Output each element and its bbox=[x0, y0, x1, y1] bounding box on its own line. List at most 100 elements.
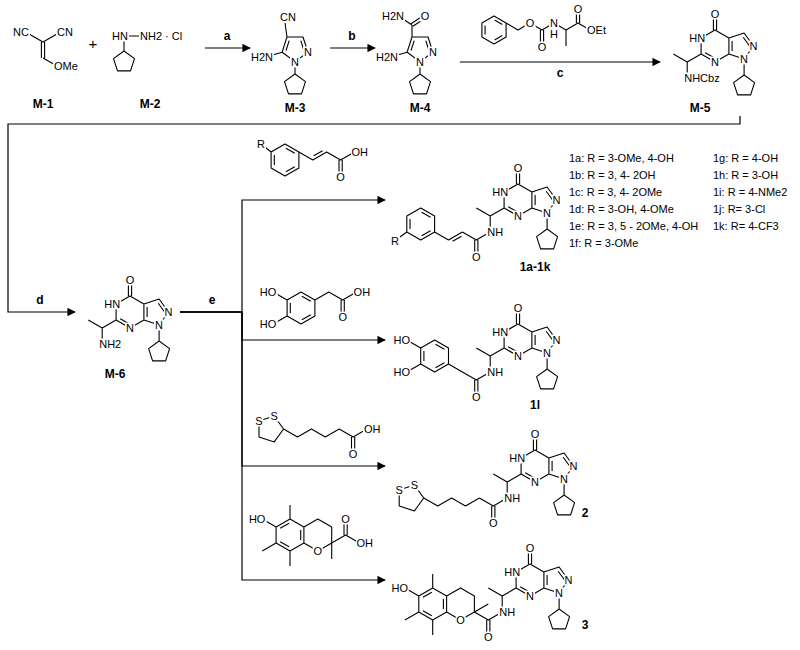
atom-label: O bbox=[525, 18, 536, 29]
compound-structure: RONHOHNNNN1a-1k bbox=[385, 155, 566, 280]
reagent-label: d bbox=[35, 294, 44, 307]
compound-structure: HOOOOH bbox=[250, 500, 376, 570]
atom-label: O bbox=[340, 514, 351, 525]
atom-label: O bbox=[313, 546, 324, 557]
substituent-entry: 1g: R = 4-OH bbox=[712, 152, 779, 164]
atom-label: S bbox=[254, 416, 263, 427]
atom-label: R bbox=[390, 236, 400, 247]
compound-structure: NCCNOMeM-1 bbox=[8, 4, 86, 116]
compound-structure: OONHOOEt bbox=[478, 2, 610, 56]
bond-lines bbox=[673, 14, 754, 95]
compound-structure: CNH2NNNM-3 bbox=[250, 4, 330, 116]
atom-label: HN bbox=[503, 567, 521, 578]
atom-label: N bbox=[564, 575, 574, 586]
compound-number: 1a-1k bbox=[519, 261, 552, 273]
reaction-arrow bbox=[8, 116, 740, 312]
compound-number: M-5 bbox=[689, 102, 712, 114]
atom-label: HO bbox=[392, 367, 411, 378]
atom-label: N bbox=[554, 588, 564, 599]
reagent-label: b bbox=[347, 30, 356, 43]
atom-label: S bbox=[270, 411, 279, 422]
atom-label: CN bbox=[279, 12, 297, 23]
atom-label: N bbox=[164, 307, 174, 318]
atom-label: O bbox=[513, 303, 524, 314]
bond-lines bbox=[262, 505, 359, 566]
bond-lines bbox=[407, 308, 558, 396]
compound-number: M-1 bbox=[32, 98, 55, 110]
atom-label: HN bbox=[491, 187, 509, 198]
atom-label: N bbox=[559, 474, 569, 485]
atom-label: HO bbox=[248, 514, 267, 525]
structure-bonds bbox=[255, 132, 373, 188]
atom-label: O bbox=[420, 11, 431, 22]
atom-label: O bbox=[525, 543, 536, 554]
reaction-arrow bbox=[205, 47, 250, 48]
bond-lines bbox=[399, 434, 574, 522]
compound-structure: HOOONHOHNNNN3 bbox=[385, 537, 600, 645]
substituent-entry: 1f: R = 3-OMe bbox=[568, 237, 639, 249]
atom-label: N bbox=[749, 41, 759, 52]
atom-label: R bbox=[256, 139, 266, 150]
atom-label: HN bbox=[688, 33, 706, 44]
atom-label: O bbox=[348, 449, 359, 460]
compound-structure: OH2NH2NNNM-4 bbox=[375, 4, 460, 116]
compound-number: 2 bbox=[581, 507, 590, 519]
atom-label: N bbox=[552, 195, 562, 206]
compound-number: 1l bbox=[529, 399, 541, 411]
compound-number: 3 bbox=[581, 619, 590, 631]
atom-label: HN bbox=[491, 327, 509, 338]
atom-label: NH bbox=[486, 227, 504, 238]
compound-structure: ROOH bbox=[255, 132, 373, 188]
compound-structure: HOHOOOH bbox=[255, 282, 374, 332]
atom-label: N bbox=[530, 477, 540, 488]
atom-label: HO bbox=[391, 583, 410, 594]
reagent-label: a bbox=[223, 30, 232, 43]
substituent-entry: 1h: R = 3-OH bbox=[712, 169, 779, 181]
reaction-arrow bbox=[460, 61, 660, 62]
atom-label: O bbox=[471, 392, 482, 403]
plus-sign: + bbox=[88, 36, 99, 53]
atom-label: HO bbox=[392, 335, 411, 346]
atom-label: O bbox=[710, 9, 721, 20]
bond-lines bbox=[405, 548, 570, 636]
reagent-label: e bbox=[208, 294, 217, 307]
bond-lines bbox=[273, 292, 356, 324]
atom-label: N bbox=[125, 323, 135, 334]
structure-bonds bbox=[250, 500, 376, 570]
atom-label: OMe bbox=[53, 61, 79, 72]
atom-label: OH bbox=[363, 424, 382, 435]
bond-lines bbox=[88, 280, 169, 361]
atom-label: N bbox=[525, 591, 535, 602]
structure-bonds bbox=[385, 537, 600, 645]
atom-label: CN bbox=[56, 27, 74, 38]
atom-label: N bbox=[549, 18, 559, 29]
atom-label: N bbox=[290, 56, 300, 67]
atom-label: N bbox=[415, 56, 425, 67]
compound-number: M-4 bbox=[409, 102, 432, 114]
atom-label: N bbox=[513, 351, 523, 362]
atom-label: OEt bbox=[586, 25, 607, 36]
atom-label: H2N bbox=[375, 52, 399, 63]
bond-lines bbox=[400, 168, 558, 256]
atom-label: O bbox=[483, 632, 494, 643]
atom-label: NH bbox=[498, 607, 516, 618]
atom-label: N bbox=[303, 47, 313, 58]
atom-label: NHCbz bbox=[683, 73, 720, 84]
bond-lines bbox=[269, 23, 308, 94]
reaction-arrow bbox=[180, 312, 385, 340]
substituent-entry: 1a: R = 3-OMe, 4-OH bbox=[568, 152, 675, 164]
compound-number: M-3 bbox=[284, 102, 307, 114]
reagent-label: c bbox=[556, 67, 565, 80]
atom-label: N bbox=[710, 57, 720, 68]
atom-label: O bbox=[125, 275, 136, 286]
atom-label: O bbox=[513, 163, 524, 174]
atom-label: HN bbox=[103, 299, 121, 310]
substituent-entry: 1e: R = 3, 5 - 2OMe, 4-OH bbox=[568, 220, 699, 232]
atom-label: HN bbox=[111, 31, 129, 42]
substituent-entry: 1j: R= 3-Cl bbox=[712, 203, 766, 215]
atom-label: N bbox=[428, 47, 438, 58]
atom-label: O bbox=[488, 518, 499, 529]
atom-label: N bbox=[542, 208, 552, 219]
reaction-arrow bbox=[180, 312, 385, 580]
atom-label: O bbox=[573, 4, 584, 15]
